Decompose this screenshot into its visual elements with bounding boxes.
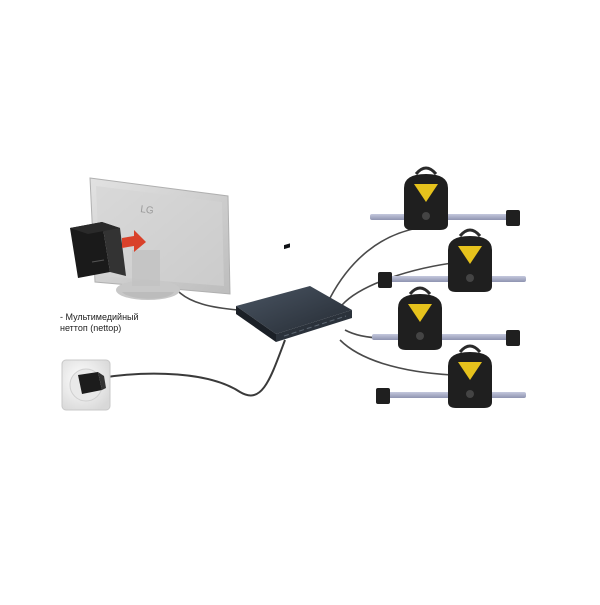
wheel-clamp-3 — [372, 286, 520, 350]
clamp-handle — [458, 344, 482, 354]
clamp-badge-icon — [408, 304, 432, 322]
network-hub — [236, 243, 352, 342]
nettop-caption: - Мультимедийный неттоп (nettop) — [60, 312, 139, 334]
nettop-caption-line2: неттоп (nettop) — [60, 323, 122, 333]
clamp-knob — [466, 274, 474, 282]
wheel-clamps — [370, 166, 526, 408]
clamp-handle — [414, 166, 438, 176]
rod-end-cap — [506, 210, 520, 226]
nettop — [70, 222, 126, 278]
clamp-knob — [466, 390, 474, 398]
cable-power — [99, 339, 286, 397]
wheel-clamp-4 — [376, 344, 526, 408]
arrow-icon — [122, 230, 146, 252]
clamp-knob — [422, 212, 430, 220]
rod-end-cap — [378, 272, 392, 288]
monitor-logo: LG — [140, 204, 155, 217]
monitor: LG — [89, 177, 231, 300]
wheel-clamp-1 — [370, 166, 520, 230]
hub-ports — [284, 243, 290, 250]
clamp-handle — [458, 228, 482, 238]
clamp-badge-icon — [458, 246, 482, 264]
wall-outlet — [61, 359, 111, 411]
cable-clamp-4 — [339, 339, 453, 376]
rod-end-cap — [376, 388, 390, 404]
clamp-badge-icon — [458, 362, 482, 380]
clamp-knob — [416, 332, 424, 340]
nettop-caption-line1: - Мультимедийный — [60, 312, 139, 322]
wheel-clamp-2 — [378, 228, 526, 292]
cable-clamp-2 — [341, 261, 461, 306]
clamp-rod — [372, 334, 520, 340]
clamp-badge-icon — [414, 184, 438, 202]
cable-clamp-1 — [329, 227, 419, 299]
power-plug — [78, 372, 106, 394]
rod-end-cap — [506, 330, 520, 346]
clamp-handle — [408, 286, 432, 296]
